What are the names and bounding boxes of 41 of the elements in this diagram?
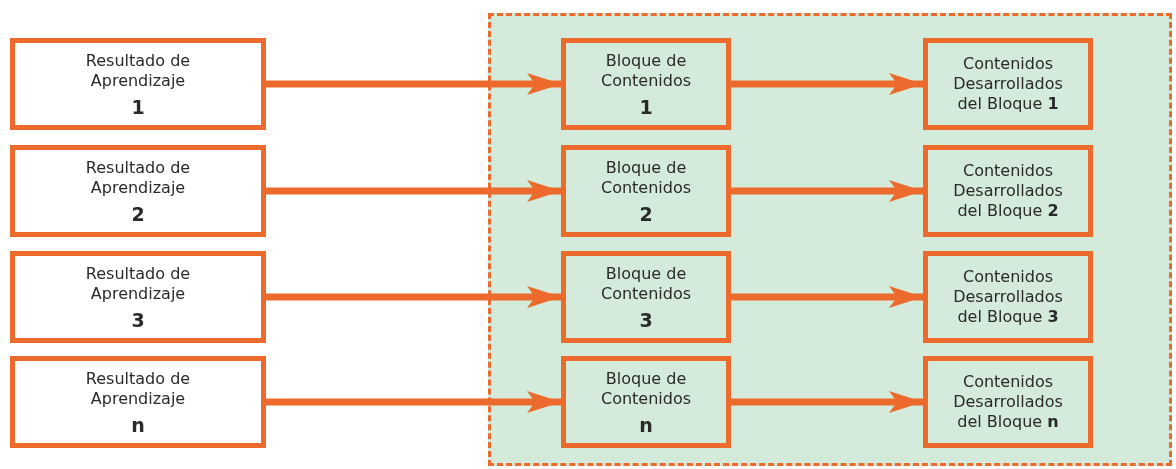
- dashed-group-box: [488, 13, 1172, 466]
- box-label: Contenidos Desarrollados del Bloque 2: [952, 161, 1064, 221]
- process-box: [923, 356, 1093, 448]
- arrow: [731, 73, 923, 95]
- process-box: [561, 145, 731, 237]
- box-label: Resultado de Aprendizaje: [84, 158, 192, 198]
- arrow: [731, 180, 923, 202]
- process-box: [561, 356, 731, 448]
- arrow: [731, 286, 923, 308]
- box-label: Bloque de Contenidos: [599, 51, 693, 91]
- box-label: Bloque de Contenidos: [599, 158, 693, 198]
- box-number: 3: [131, 310, 145, 330]
- process-box: [561, 251, 731, 343]
- process-box: [10, 356, 266, 448]
- box-label: Bloque de Contenidos: [599, 369, 693, 409]
- box-number: 3: [639, 310, 653, 330]
- arrow: [266, 73, 561, 95]
- arrow: [266, 286, 561, 308]
- box-label: Resultado de Aprendizaje: [84, 264, 192, 304]
- box-number: 2: [639, 204, 653, 224]
- arrow: [266, 391, 561, 413]
- box-number: n: [639, 415, 653, 435]
- box-label: Resultado de Aprendizaje: [84, 369, 192, 409]
- box-number: 2: [131, 204, 145, 224]
- arrow: [731, 391, 923, 413]
- process-box: [923, 145, 1093, 237]
- box-label: Contenidos Desarrollados del Bloque 3: [952, 267, 1064, 327]
- box-number: 1: [131, 97, 145, 117]
- box-label: Bloque de Contenidos: [599, 264, 693, 304]
- process-box: [923, 38, 1093, 130]
- box-label: Contenidos Desarrollados del Bloque 1: [952, 54, 1064, 114]
- process-box: [10, 251, 266, 343]
- process-box: [10, 145, 266, 237]
- process-box: [10, 38, 266, 130]
- process-box: [923, 251, 1093, 343]
- process-box: [561, 38, 731, 130]
- box-label: Resultado de Aprendizaje: [84, 51, 192, 91]
- arrow: [266, 180, 561, 202]
- box-number: n: [131, 415, 145, 435]
- box-label: Contenidos Desarrollados del Bloque n: [952, 372, 1064, 432]
- box-number: 1: [639, 97, 653, 117]
